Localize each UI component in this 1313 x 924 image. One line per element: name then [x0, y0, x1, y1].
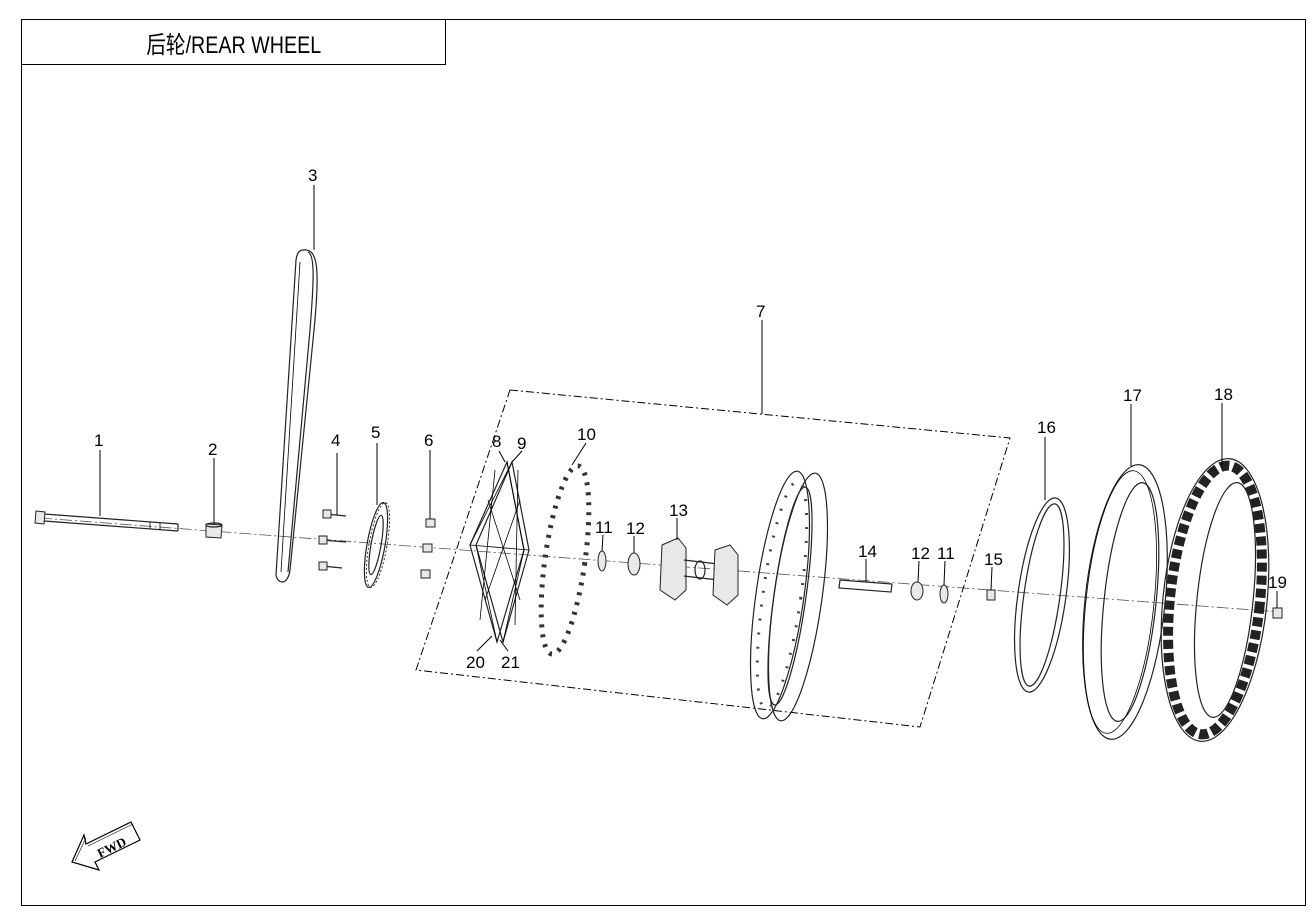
callout-19: 19: [1268, 573, 1287, 592]
axle-nut-part: [1272, 607, 1283, 619]
callout-11-right: 11: [937, 544, 955, 563]
spoke-nipples-part: [538, 463, 592, 657]
axle-part: [34, 510, 179, 532]
callout-14: 14: [858, 542, 877, 561]
page-title: 后轮/REAR WHEEL: [146, 31, 321, 59]
spokes-part: [469, 459, 530, 645]
callout-7: 7: [756, 302, 765, 321]
callout-6: 6: [424, 431, 433, 450]
sprocket-part: [363, 502, 390, 588]
bearing-right-part: [910, 581, 949, 604]
callout-1: 1: [94, 431, 103, 450]
rim-part: [749, 470, 829, 722]
axle-sleeve-part: [838, 579, 893, 593]
fwd-arrow-icon: FWD: [71, 821, 141, 871]
callout-3: 3: [308, 166, 317, 185]
chain-part: [275, 249, 318, 583]
collar-part: [986, 589, 996, 601]
callout-16: 16: [1037, 418, 1056, 437]
assembly-boundary: [415, 389, 1011, 728]
callout-11-left: 11: [595, 518, 613, 537]
callout-20: 20: [466, 653, 485, 672]
callout-5: 5: [371, 423, 380, 442]
callout-12-right: 12: [911, 544, 930, 563]
callout-21: 21: [501, 653, 520, 672]
callout-10: 10: [577, 425, 596, 444]
bolt-set-part: [318, 509, 347, 571]
title-box: 后轮/REAR WHEEL: [21, 19, 446, 65]
callout-2: 2: [208, 440, 217, 459]
callout-18: 18: [1214, 385, 1233, 404]
leader-lines: [99, 185, 1278, 652]
nut-set-part: [420, 518, 436, 579]
callout-12-left: 12: [626, 519, 645, 538]
hub-part: [659, 537, 739, 606]
bearing-left-part: [597, 550, 641, 576]
axis-centerline: [39, 517, 1281, 613]
callout-4: 4: [331, 431, 340, 450]
callout-9: 9: [517, 434, 526, 453]
diagram-frame: [21, 19, 1306, 906]
spacer-part: [205, 522, 223, 539]
callout-13: 13: [669, 501, 688, 520]
callout-15: 15: [984, 550, 1003, 569]
tire-part: [1160, 458, 1270, 742]
rim-band-part: [1013, 497, 1071, 693]
callout-17: 17: [1123, 386, 1142, 405]
callout-8: 8: [492, 432, 501, 451]
